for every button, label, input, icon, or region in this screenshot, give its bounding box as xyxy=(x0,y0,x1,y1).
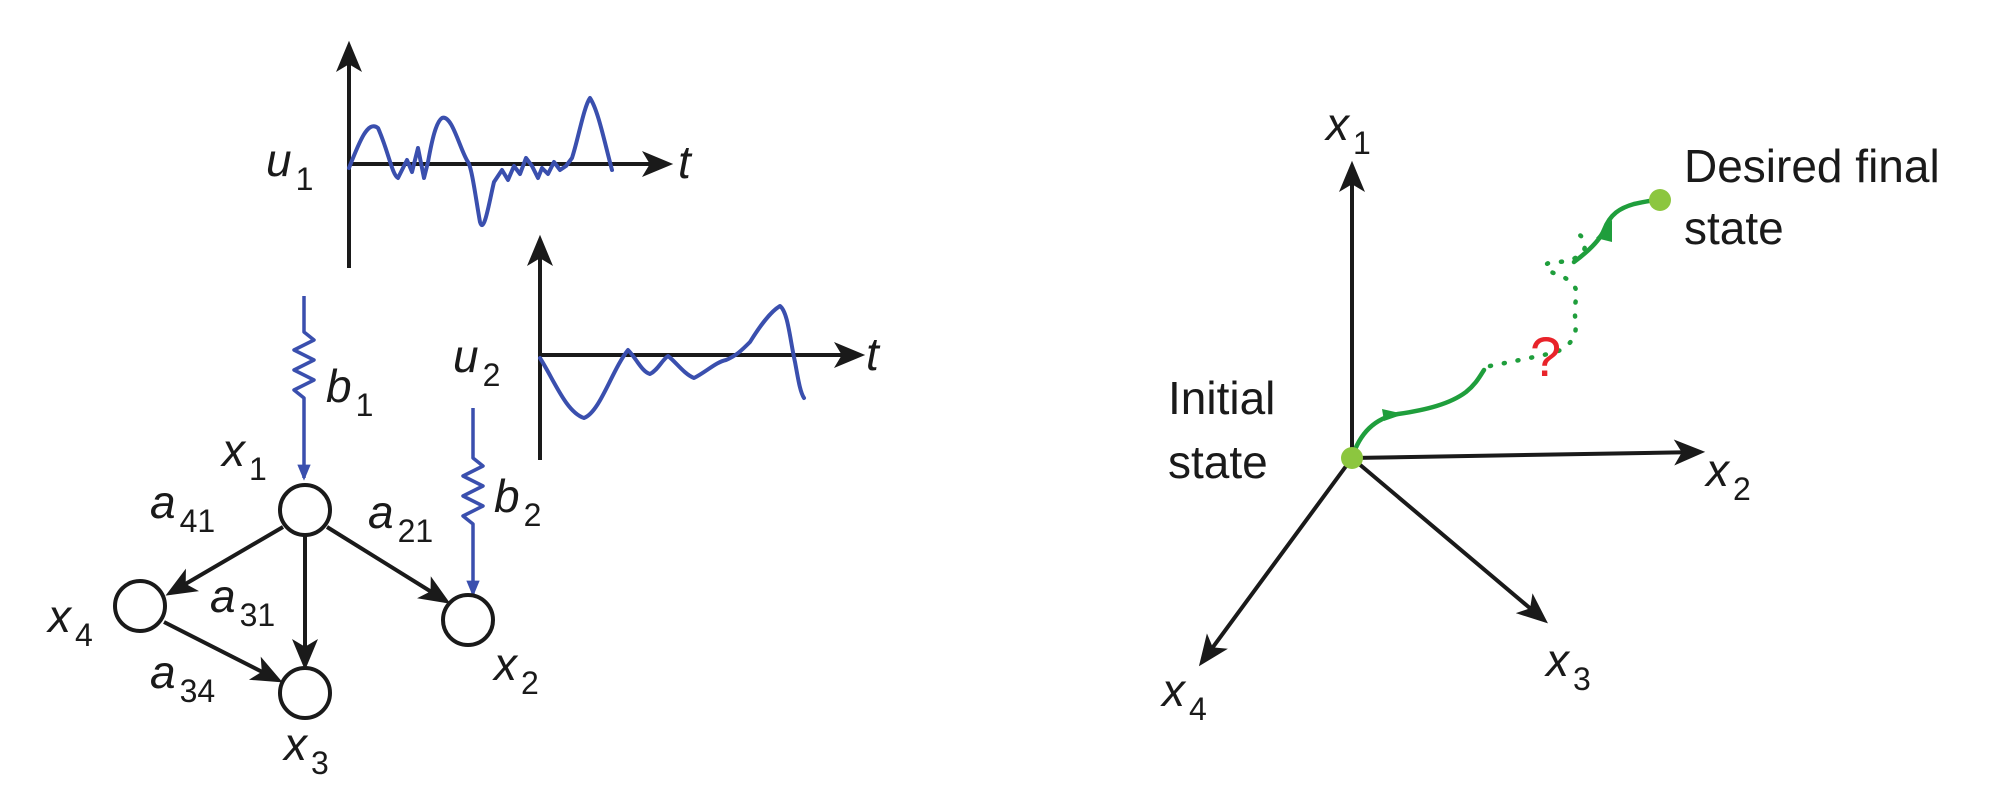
edge-a41 xyxy=(165,525,285,596)
node-x2 xyxy=(441,593,495,647)
trajectory-start xyxy=(1349,367,1487,461)
initial-state-label-line2: state xyxy=(1168,436,1268,488)
final-state-label-line1: Desired final xyxy=(1684,140,1940,192)
trajectory-end xyxy=(1571,197,1663,265)
trajectory-start-arrowhead xyxy=(1382,409,1404,421)
u1-waveform xyxy=(347,96,614,227)
axis-x4 xyxy=(1198,456,1354,667)
b2-spring-arrow xyxy=(461,408,485,597)
trajectory-end-arrowhead xyxy=(1596,220,1612,242)
axis-x2 xyxy=(1351,439,1706,466)
node-x4 xyxy=(113,579,167,633)
initial-state-label-line1: Initial xyxy=(1168,372,1275,424)
u2-waveform xyxy=(538,304,806,420)
initial-state-marker xyxy=(1341,447,1363,469)
u2-time-label: t xyxy=(866,328,881,380)
b1-spring-arrow xyxy=(292,296,316,481)
edge-a34 xyxy=(163,620,283,683)
final-state-marker xyxy=(1649,189,1671,211)
network-nodes xyxy=(113,483,495,720)
network-edges xyxy=(163,525,451,683)
node-x3 xyxy=(278,666,332,720)
final-state-label-line2: state xyxy=(1684,202,1784,254)
edge-a21 xyxy=(325,525,451,604)
u1-time-label: t xyxy=(678,136,693,188)
question-mark: ? xyxy=(1530,325,1561,388)
axis-x3 xyxy=(1350,456,1548,624)
node-x1 xyxy=(278,483,332,537)
